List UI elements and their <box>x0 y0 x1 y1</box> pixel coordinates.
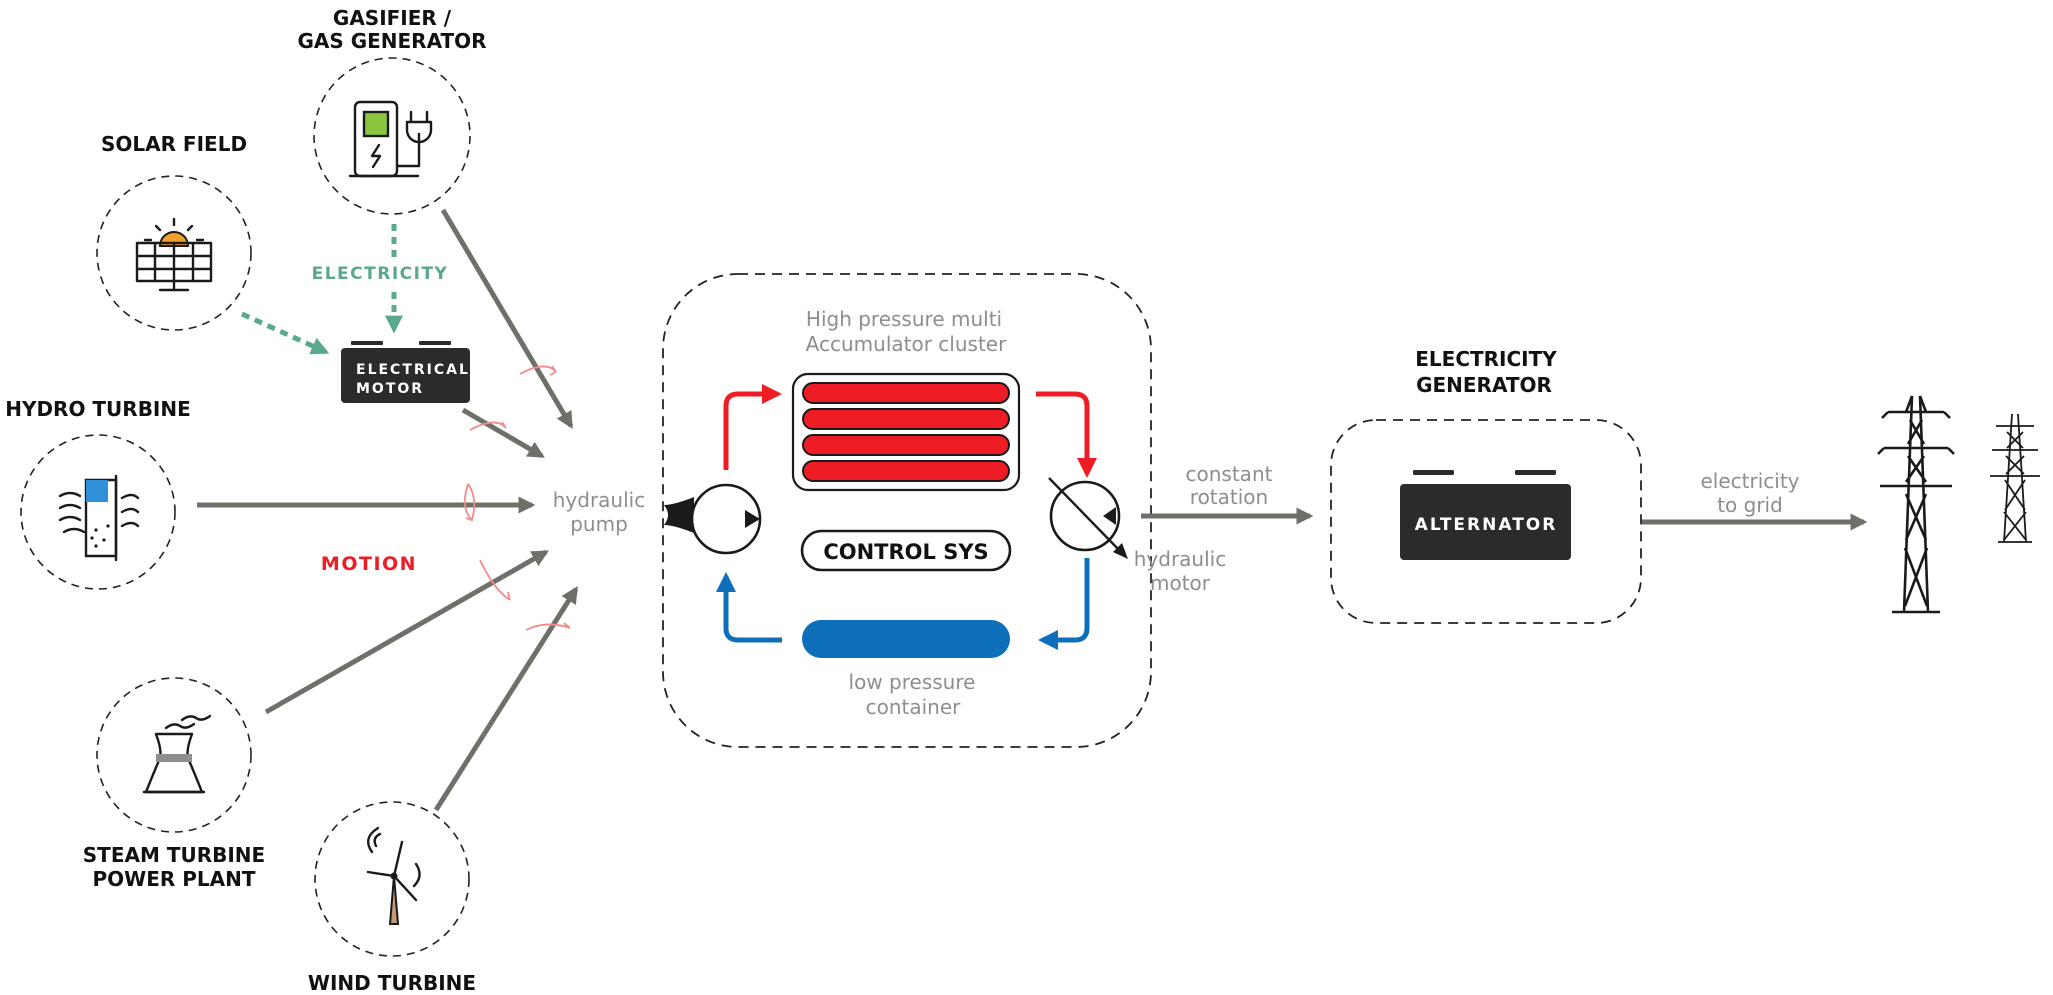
solar-field-node: SOLAR FIELD <box>96 132 252 331</box>
low-pressure-label-line1: low pressure <box>849 670 976 694</box>
transmission-tower-icon <box>1877 395 1955 614</box>
accumulator-cylinder <box>802 408 1010 430</box>
solar-field-circle <box>96 175 252 331</box>
motor-to-container-flow <box>1038 558 1090 650</box>
gasifier-node: GASIFIER / GAS GENERATOR <box>297 6 487 215</box>
gasifier-label-line2: GAS GENERATOR <box>297 29 486 53</box>
steam-turbine-circle <box>96 677 252 833</box>
cooling-tower-icon <box>142 714 212 794</box>
alternator-label: ALTERNATOR <box>1415 515 1558 535</box>
hydraulic-motor-label-line2: motor <box>1150 571 1211 595</box>
hydraulic-storage-system-box <box>662 273 1152 748</box>
wind-turbine-node: WIND TURBINE <box>308 801 476 995</box>
grid-label-line1: electricity <box>1700 469 1799 493</box>
electricity-flow-label: ELECTRICITY <box>312 264 449 284</box>
solar-field-label: SOLAR FIELD <box>101 132 247 156</box>
accumulator-cluster <box>791 372 1021 492</box>
hydraulic-pump-label-line1: hydraulic <box>553 488 645 512</box>
wind-turbine-icon <box>366 826 421 925</box>
hydraulic-pump-label-line2: pump <box>570 512 628 536</box>
gas-generator-icon <box>348 100 433 178</box>
wind-turbine-label: WIND TURBINE <box>308 971 476 995</box>
low-pressure-container: low pressure container <box>802 620 1010 719</box>
wind-turbine-circle <box>314 801 470 957</box>
control-system-label: CONTROL SYS <box>823 540 988 564</box>
electrical-motor-label-line1: ELECTRICAL <box>356 362 470 378</box>
grid-label-line2: to grid <box>1717 493 1783 517</box>
accumulator-label-line1: High pressure multi <box>806 307 1002 331</box>
accumulator-cylinder <box>802 460 1010 482</box>
steam-motion-arrow <box>264 549 549 715</box>
gasifier-label-line1: GASIFIER / <box>333 6 452 30</box>
alternator: ALTERNATOR <box>1400 470 1571 560</box>
steam-turbine-label-line1: STEAM TURBINE <box>83 843 265 867</box>
gasifier-motion-arrow <box>440 208 574 429</box>
wind-motion-arrow <box>433 586 579 812</box>
low-pressure-label-line2: container <box>866 695 962 719</box>
container-to-pump-flow <box>716 572 782 643</box>
motion-flow-label: MOTION <box>321 553 417 575</box>
hydraulic-motor <box>1048 477 1128 559</box>
generator-title-line1: ELECTRICITY <box>1415 347 1557 371</box>
solar-panel-icon <box>135 217 213 292</box>
hydraulic-pump <box>664 483 762 555</box>
steam-turbine-node: STEAM TURBINE POWER PLANT <box>83 677 265 891</box>
accumulator-to-motor-flow <box>1036 391 1097 478</box>
transmission-tower-small-icon <box>1990 413 2040 543</box>
hydro-turbine-icon <box>58 474 140 562</box>
hydraulic-motor-label-line1: hydraulic <box>1134 547 1226 571</box>
rotation-swirls <box>463 365 571 631</box>
gasifier-circle <box>313 57 471 215</box>
hydro-turbine-label: HYDRO TURBINE <box>5 397 191 421</box>
constant-rotation-label-line2: rotation <box>1190 485 1268 509</box>
hydro-turbine-circle <box>20 434 176 590</box>
accumulator-label-line2: Accumulator cluster <box>806 332 1007 356</box>
generator-title-line2: GENERATOR <box>1416 373 1552 397</box>
accumulator-cylinder <box>802 434 1010 456</box>
steam-turbine-label-line2: POWER PLANT <box>92 867 255 891</box>
pump-to-accumulator-flow <box>723 384 782 470</box>
generator-box <box>1330 419 1642 624</box>
constant-rotation-label-line1: constant <box>1186 462 1273 486</box>
electrical-motor-label-line2: MOTOR <box>356 381 424 397</box>
control-system: CONTROL SYS <box>800 529 1012 572</box>
motor-motion-arrow <box>461 407 545 459</box>
electrical-motor: ELECTRICAL MOTOR <box>341 341 470 403</box>
accumulator-cylinder <box>802 382 1010 404</box>
solar-electricity-arrow <box>240 311 330 355</box>
hydro-turbine-node: HYDRO TURBINE <box>5 397 191 590</box>
